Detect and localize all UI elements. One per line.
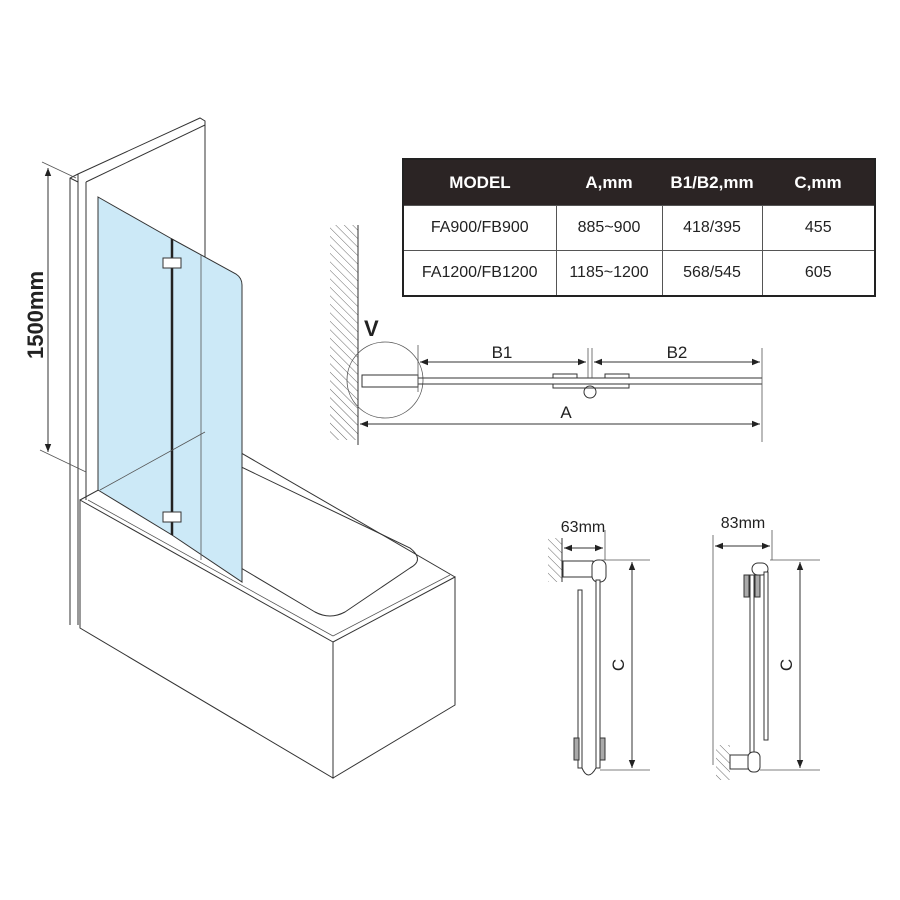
col-c: C,mm [762,159,875,206]
table-row: FA1200/FB1200 1185~1200 568/545 605 [402,250,876,297]
cell-a: 1185~1200 [555,250,663,297]
hinge-knuckle [583,385,597,399]
glass-panel [97,196,243,583]
height-label: 1500mm [23,271,48,359]
col-a: A,mm [556,159,662,206]
side-wall [69,117,206,625]
cell-a: 885~900 [555,205,663,251]
width-label-83: 83mm [721,515,765,532]
width-label-63: 63mm [561,519,605,536]
cell-c: 605 [761,250,876,297]
hinge-bottom [162,511,182,523]
b1-label: B1 [492,343,513,362]
detail-circle [346,341,424,419]
hinge-top [162,257,182,269]
cell-b1b2: 418/395 [661,205,763,251]
model-dimensions-table: MODEL A,mm B1/B2,mm C,mm FA900/FB900 885… [402,158,876,297]
b2-label: B2 [667,343,688,362]
c-label-83: C [777,659,796,671]
side-view-63: 63mm C [548,519,650,776]
col-model: MODEL [403,159,556,206]
cell-model: FA1200/FB1200 [402,250,557,297]
wall-profile [361,374,419,388]
height-dimension: 1500mm [23,161,87,473]
detail-label-v: V [364,316,379,341]
wall-hatch [330,225,358,440]
c-label-63: C [609,659,628,671]
a-label: A [560,403,572,422]
cell-b1b2: 568/545 [661,250,763,297]
plan-view: V B1 B2 A [330,225,763,445]
table-header-row: MODEL A,mm B1/B2,mm C,mm [403,159,875,206]
perspective-view: 1500mm [23,117,456,779]
side-view-83: 83mm C [712,515,820,780]
cell-model: FA900/FB900 [402,205,557,251]
col-b1b2: B1/B2,mm [662,159,762,206]
cell-c: 455 [761,205,876,251]
table-row: FA900/FB900 885~900 418/395 455 [402,205,876,251]
